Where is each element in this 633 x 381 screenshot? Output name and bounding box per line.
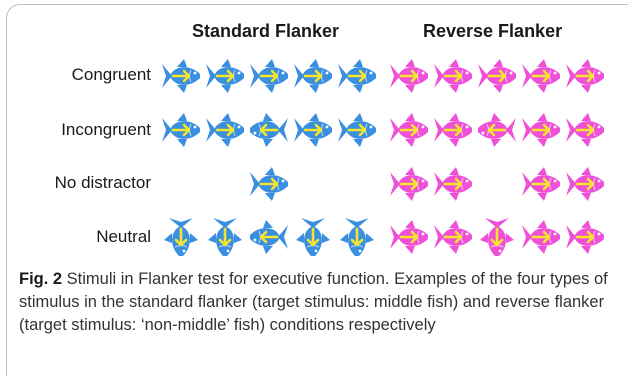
standard-fish-down-icon [292, 216, 334, 258]
reverse-fish-right-icon [520, 109, 562, 151]
standard-fish-right-icon [160, 55, 202, 97]
reverse-fish-right-icon [564, 216, 606, 258]
row-label-incongruent: Incongruent [61, 120, 151, 139]
reverse-fish-right-icon [564, 163, 606, 205]
reverse-fish-right-icon [388, 216, 430, 258]
reverse-fish-right-icon [520, 55, 562, 97]
figure-frame [6, 4, 628, 376]
reverse-fish-right-icon [564, 55, 606, 97]
reverse-flanker-header: Reverse Flanker [423, 21, 563, 41]
figure-caption: Fig. 2 Stimuli in Flanker test for execu… [19, 268, 619, 337]
standard-fish-down-icon [204, 216, 246, 258]
reverse-fish-right-icon [432, 109, 474, 151]
reverse-fish-right-icon [388, 55, 430, 97]
caption-label: Fig. 2 [19, 270, 63, 288]
row-label-congruent: Congruent [71, 65, 151, 84]
reverse-fish-down-icon [476, 216, 518, 258]
standard-fish-right-icon [248, 55, 290, 97]
row-label-no-distractor: No distractor [54, 173, 151, 192]
standard-fish-left-icon [248, 216, 290, 258]
standard-fish-right-icon [160, 109, 202, 151]
reverse-fish-right-icon [388, 163, 430, 205]
standard-fish-down-icon [160, 216, 202, 258]
caption-text: Stimuli in Flanker test for executive fu… [19, 270, 608, 334]
standard-fish-right-icon [248, 163, 290, 205]
reverse-fish-right-icon [520, 163, 562, 205]
standard-fish-right-icon [204, 109, 246, 151]
reverse-fish-right-icon [476, 55, 518, 97]
standard-fish-down-icon [336, 216, 378, 258]
standard-flanker-header: Standard Flanker [192, 21, 340, 41]
reverse-fish-right-icon [564, 109, 606, 151]
reverse-fish-right-icon [432, 216, 474, 258]
standard-fish-left-icon [248, 109, 290, 151]
standard-fish-right-icon [336, 109, 378, 151]
standard-fish-right-icon [336, 55, 378, 97]
standard-fish-right-icon [204, 55, 246, 97]
standard-fish-right-icon [292, 55, 334, 97]
reverse-fish-right-icon [432, 163, 474, 205]
reverse-fish-left-icon [476, 109, 518, 151]
row-label-neutral: Neutral [96, 227, 151, 246]
reverse-fish-right-icon [520, 216, 562, 258]
reverse-fish-right-icon [388, 109, 430, 151]
standard-fish-right-icon [292, 109, 334, 151]
reverse-fish-right-icon [432, 55, 474, 97]
